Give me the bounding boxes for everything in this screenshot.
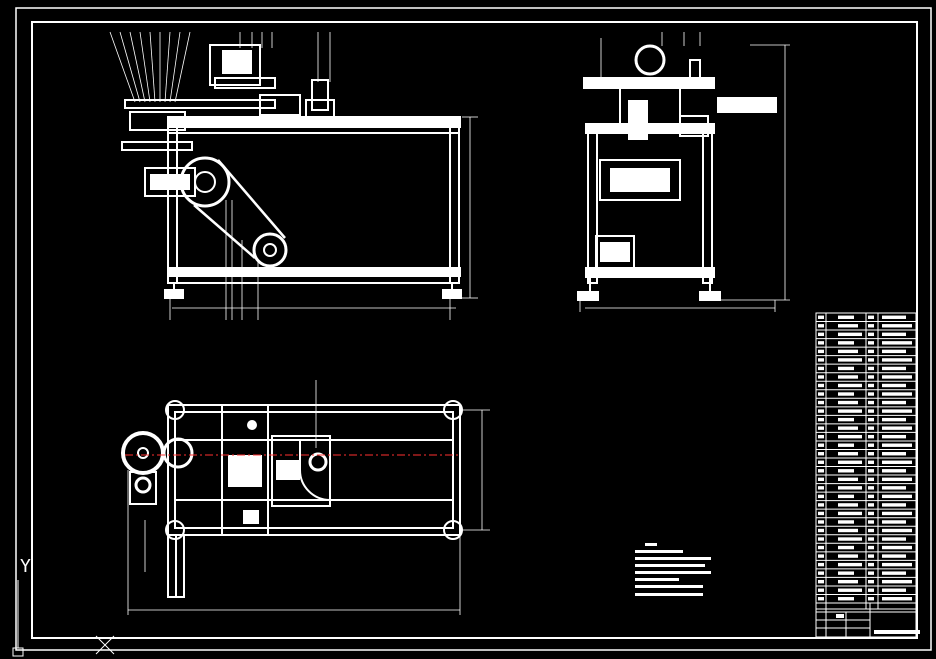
parts-list-row <box>816 452 916 459</box>
parts-list-row <box>816 383 916 391</box>
parts-list-row <box>816 332 916 340</box>
top-view <box>121 380 490 615</box>
parts-list-row <box>816 443 916 450</box>
parts-list-row <box>816 520 916 527</box>
parts-list-row <box>816 528 916 536</box>
parts-list-row <box>816 366 916 374</box>
parts-list-row <box>816 537 916 544</box>
parts-list-row <box>816 375 916 382</box>
front-view <box>109 31 478 320</box>
parts-list-row <box>816 579 916 587</box>
parts-list-row <box>816 460 916 468</box>
parts-list-row <box>816 477 916 485</box>
parts-list-row <box>816 469 916 476</box>
technical-notes <box>635 543 711 596</box>
parts-list-row <box>816 503 916 510</box>
parts-list-row <box>816 400 916 408</box>
parts-list-row <box>816 588 916 595</box>
parts-list-row <box>816 315 916 323</box>
side-view <box>577 32 790 312</box>
parts-list-row <box>816 562 916 570</box>
parts-list-table <box>815 312 917 610</box>
parts-list-row <box>816 426 916 433</box>
parts-list-row <box>816 417 916 425</box>
parts-list-row <box>816 409 916 416</box>
ucs-icon: Y <box>12 556 115 657</box>
ucs-y-label: Y <box>20 556 31 577</box>
parts-list-row <box>816 486 916 493</box>
parts-list-row <box>816 349 916 357</box>
title-block <box>815 602 920 638</box>
parts-list-row <box>816 434 916 442</box>
parts-list-row <box>816 545 916 553</box>
parts-list-row <box>816 494 916 502</box>
parts-list-row <box>816 554 916 561</box>
parts-list-row <box>816 358 916 365</box>
parts-list-row <box>816 341 916 348</box>
parts-list-row <box>816 511 916 519</box>
parts-list-row <box>816 571 916 578</box>
parts-list-row <box>816 392 916 399</box>
drawing-frame <box>15 7 932 651</box>
parts-list-row <box>816 324 916 331</box>
